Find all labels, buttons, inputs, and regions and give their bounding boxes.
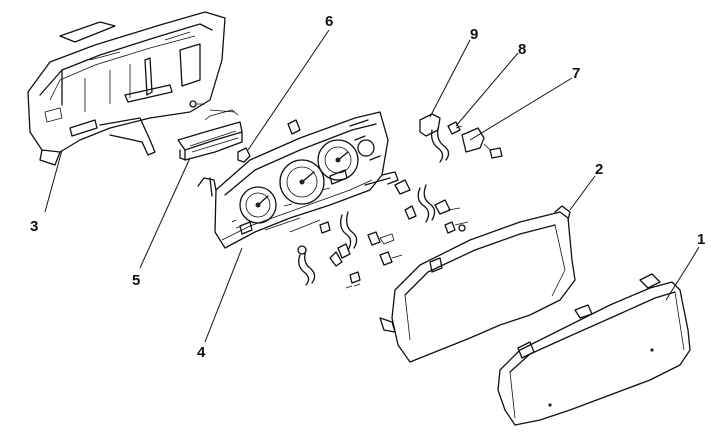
part-5-circuit-board (177, 100, 243, 161)
leader-3 (44, 149, 63, 213)
bulb-sockets-lower (297, 211, 403, 289)
leader-lines (44, 29, 700, 343)
part-3-rear-case (27, 11, 226, 166)
leader-4 (204, 247, 243, 343)
callout-9: 9 (470, 26, 478, 43)
callout-labels: 1 2 3 4 5 6 7 8 9 (30, 13, 705, 361)
part-7-bracket (461, 127, 503, 159)
bulb-sockets-right (394, 179, 469, 234)
part-1-front-cover (497, 273, 691, 426)
callout-4: 4 (197, 344, 206, 361)
callout-5: 5 (132, 272, 140, 289)
callout-8: 8 (518, 41, 526, 58)
callout-6: 6 (325, 13, 333, 30)
part-2-lens (379, 205, 576, 363)
callout-3: 3 (30, 218, 38, 235)
leader-6 (247, 29, 330, 151)
leader-9 (429, 39, 471, 118)
callout-7: 7 (572, 65, 580, 82)
callout-2: 2 (595, 161, 603, 178)
part-8-bulb (447, 121, 463, 135)
leader-5 (139, 157, 191, 269)
callout-1: 1 (697, 231, 705, 248)
leader-2 (569, 175, 596, 211)
part-6-clip (237, 119, 301, 163)
leader-1 (665, 246, 700, 301)
part-4-gauge-assembly (197, 111, 399, 249)
part-9-socket (419, 113, 450, 163)
leader-7 (469, 77, 573, 141)
leader-8 (455, 52, 519, 127)
